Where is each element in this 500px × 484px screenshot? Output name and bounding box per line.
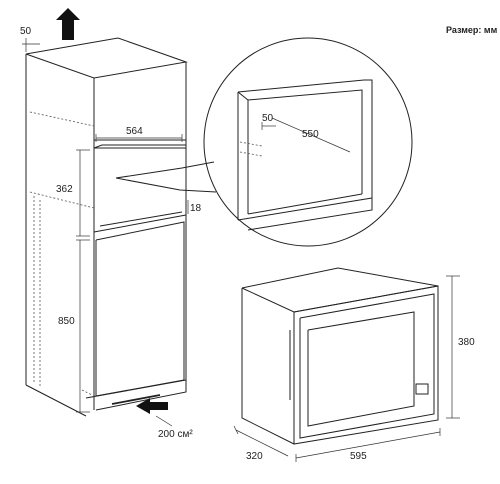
niche-height-label: 362 (56, 184, 73, 195)
detail-depth-label: 50 (262, 113, 274, 124)
detail-depth-dimension: 50 (261, 113, 276, 130)
top-gap-dimension: 50 (20, 26, 40, 52)
cabinet-tower (25, 37, 188, 417)
panel-gap-dimension: 18 (187, 200, 202, 214)
niche-height-dimension: 362 (56, 149, 90, 237)
detail-callout (115, 161, 217, 193)
cabinet-width-dimension: 564 (95, 126, 183, 142)
detail-circle (203, 37, 413, 247)
lower-height-label: 850 (58, 316, 75, 327)
units-label: Размер: мм (446, 25, 498, 35)
oven-depth-dimension: 320 (233, 425, 289, 462)
oven-width-dimension: 595 (295, 428, 441, 462)
lower-height-dimension: 850 (58, 239, 90, 413)
oven-height-dimension: 380 (446, 275, 475, 419)
detail-width-dimension: 550 (271, 117, 351, 153)
top-gap-label: 50 (20, 26, 32, 37)
detail-width-label: 550 (302, 129, 319, 140)
oven-depth-label: 320 (246, 451, 263, 462)
right-arrow-icon (136, 398, 168, 414)
vent-area-label: 200 см² (158, 429, 193, 440)
oven-unit (241, 267, 439, 445)
cabinet-width-label: 564 (126, 126, 143, 137)
panel-gap-label: 18 (190, 203, 202, 214)
oven-height-label: 380 (458, 337, 475, 348)
oven-width-label: 595 (350, 451, 367, 462)
cabinet-hidden-lines (29, 111, 95, 396)
up-arrow-icon (56, 8, 80, 40)
